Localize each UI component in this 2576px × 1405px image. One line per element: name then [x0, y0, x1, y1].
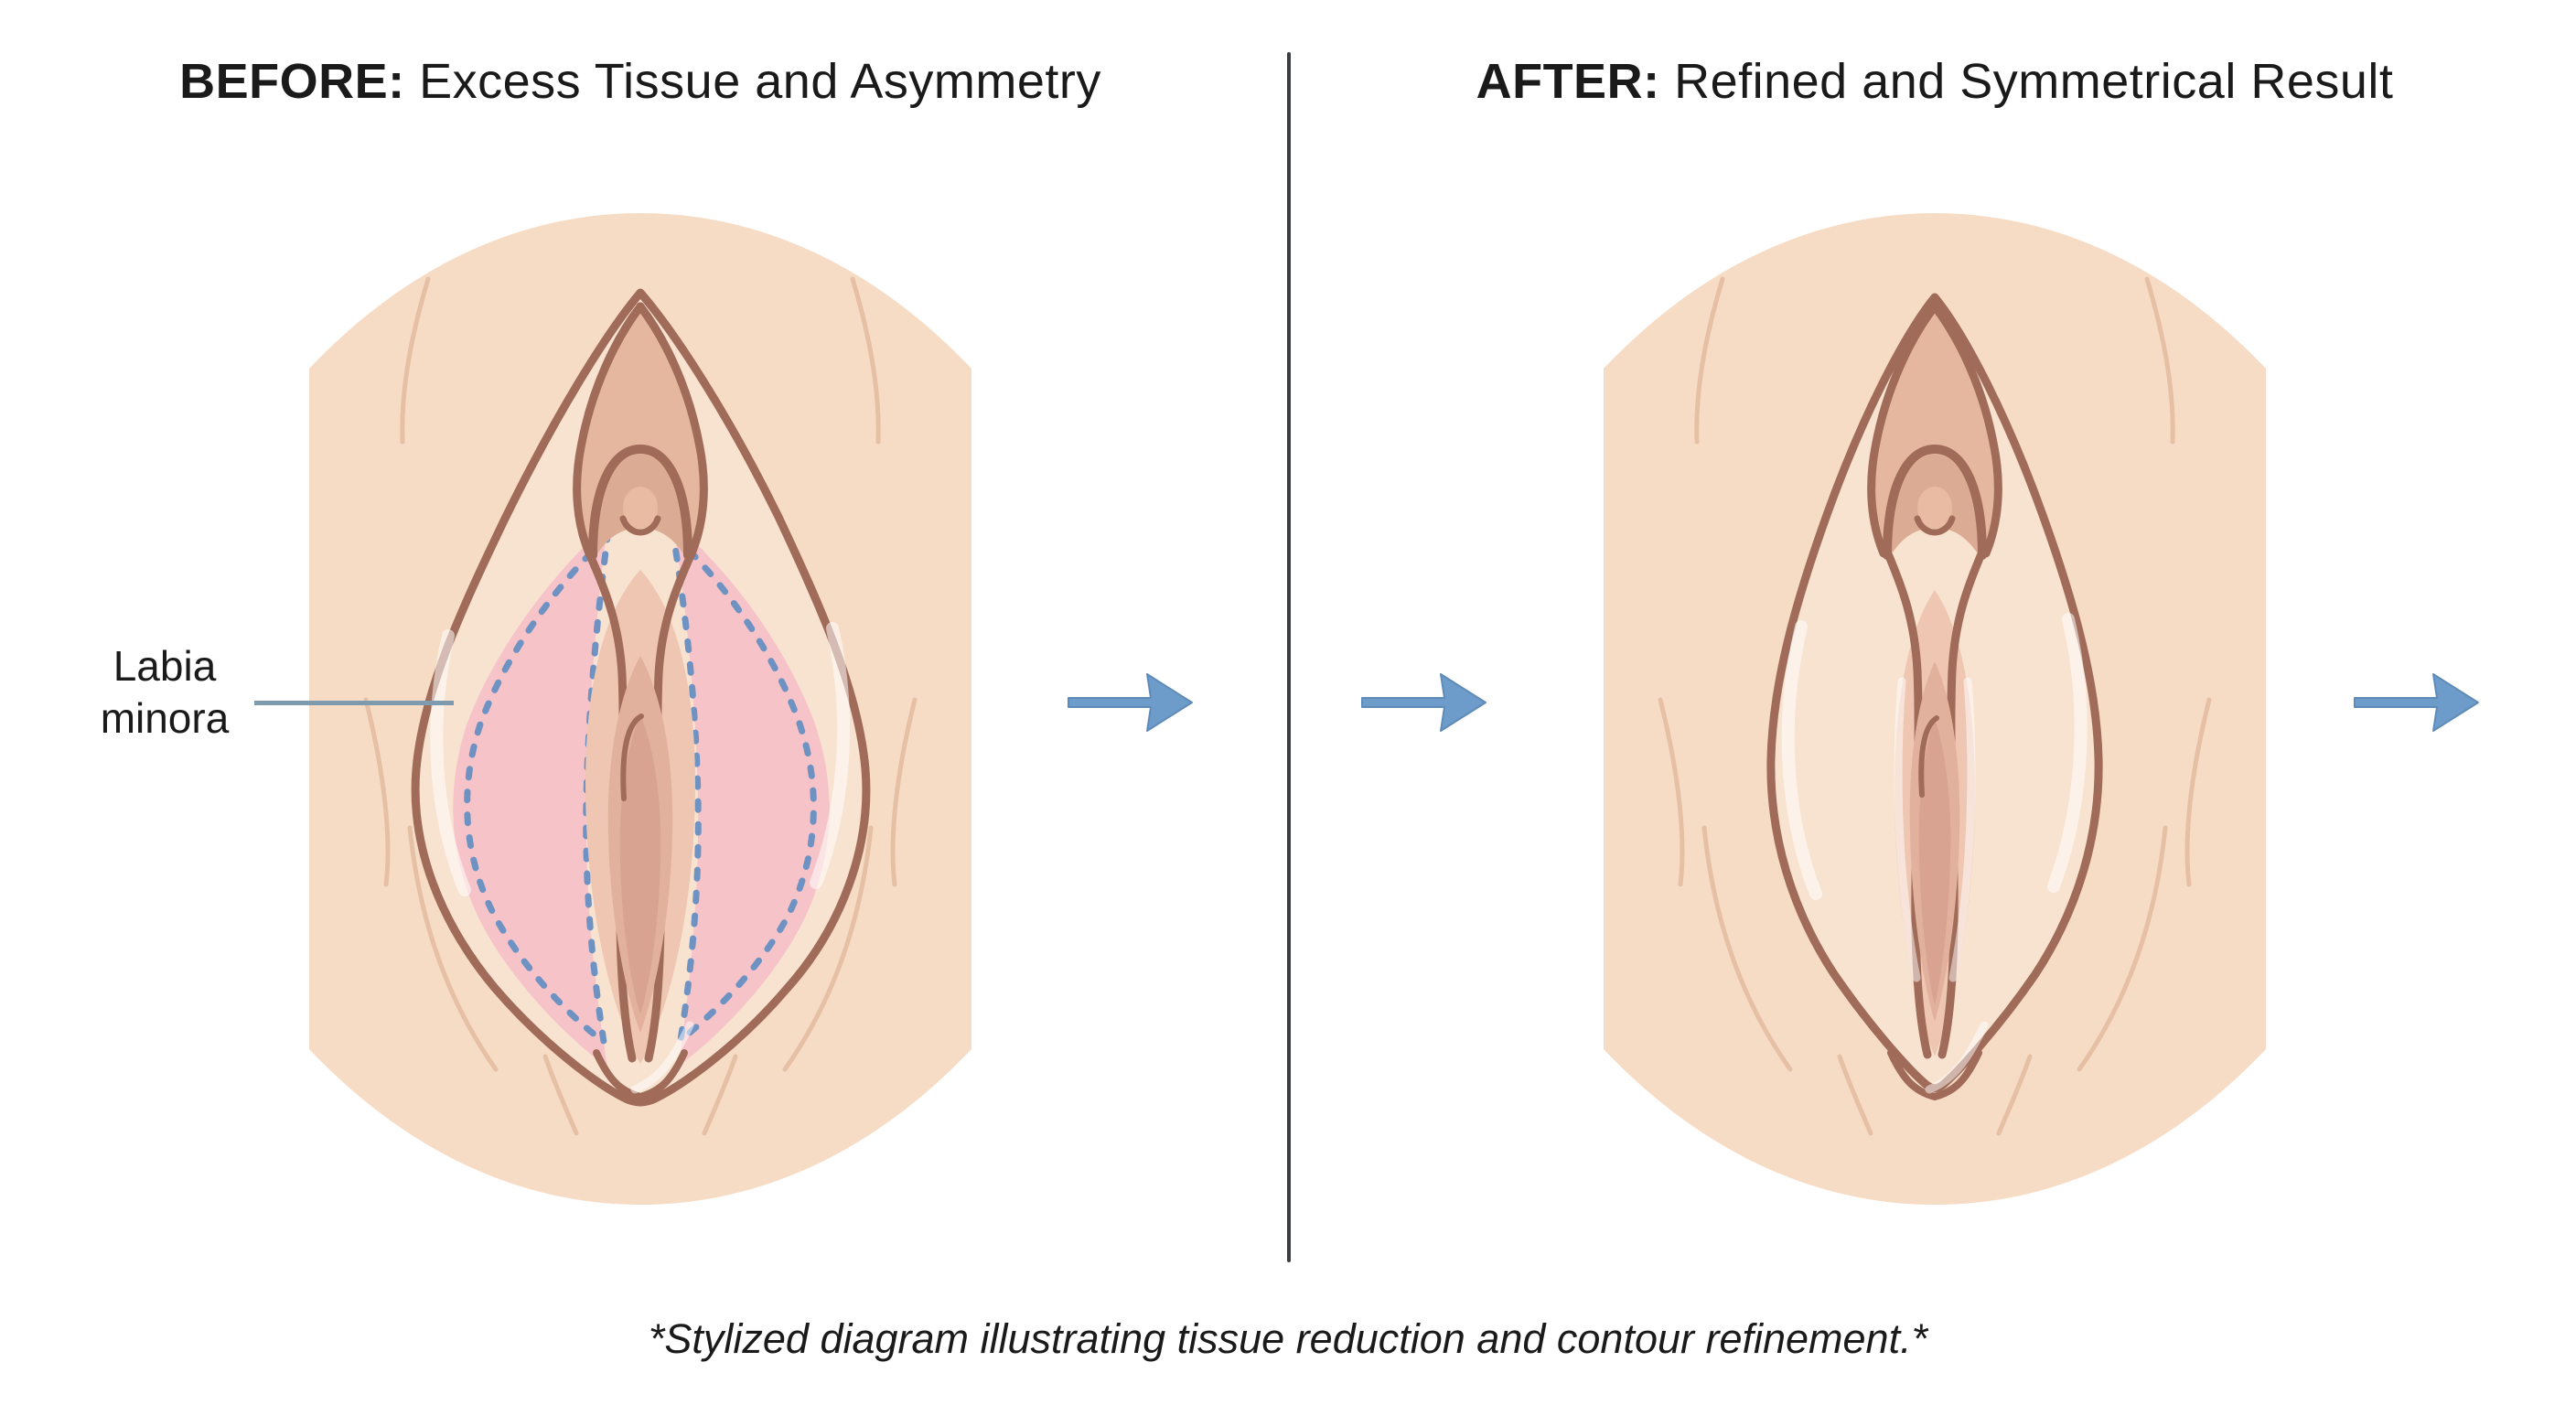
after-title-text: Refined and Symmetrical Result [1659, 54, 2394, 109]
panel-divider-line [1287, 52, 1291, 1262]
labia-majora-highlights [1781, 613, 2088, 900]
label-pointer-line [254, 701, 454, 705]
right-arrow-icon [1361, 673, 1487, 732]
labia-minora-label-line1: Labia [113, 642, 217, 690]
labia-minora-label-line2: minora [100, 694, 230, 742]
glans-clitoris [623, 487, 658, 529]
after-illustration [1604, 213, 2266, 1205]
before-illustration [309, 213, 971, 1205]
incision-line-right [668, 526, 817, 1048]
right-arrow-icon [1068, 673, 1193, 732]
skin-crease-lines [363, 276, 918, 1136]
after-title-label: AFTER: [1476, 54, 1660, 109]
posterior-fourchette [1887, 1021, 1989, 1101]
posterior-fourchette [593, 1021, 694, 1101]
labia-majora-highlights [430, 622, 851, 896]
before-title-label: BEFORE: [179, 54, 405, 109]
skin-crease-lines [1658, 276, 2212, 1136]
clitoral-hood [1867, 302, 2002, 560]
excess-tissue-pink [453, 522, 830, 1067]
after-title: AFTER: Refined and Symmetrical Result [1336, 53, 2534, 110]
excess-tissue-left [453, 524, 607, 1067]
before-title: BEFORE: Excess Tissue and Asymmetry [37, 53, 1244, 110]
glans-clitoris [1917, 487, 1952, 529]
labia-minora-inner [585, 549, 696, 1064]
right-arrow-icon [2354, 673, 2479, 732]
clitoral-hood [573, 302, 708, 560]
excess-tissue-right [673, 522, 830, 1066]
labia-minora-inner [1883, 547, 1987, 1059]
before-title-text: Excess Tissue and Asymmetry [404, 54, 1101, 109]
caption: *Stylized diagram illustrating tissue re… [648, 1315, 1928, 1362]
labia-minora-label: Labia minora [50, 640, 279, 745]
